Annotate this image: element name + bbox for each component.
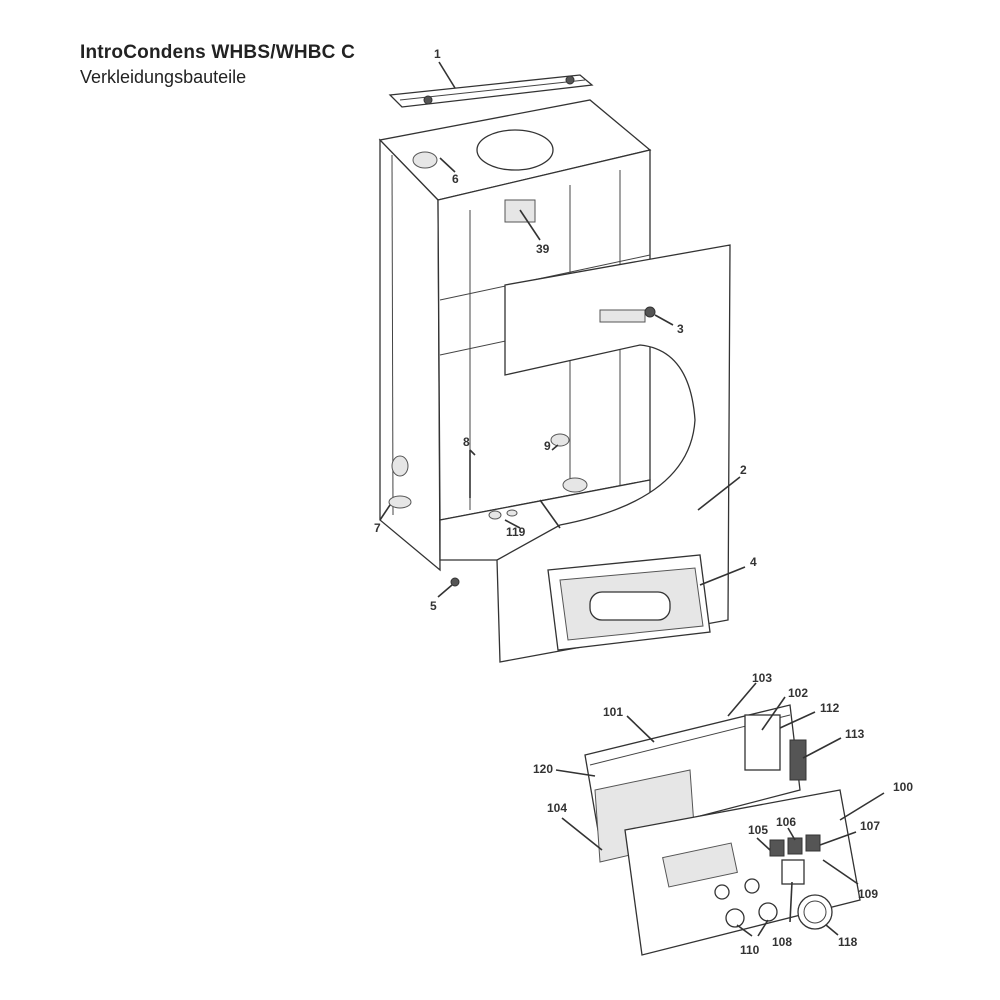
control-box [584,704,861,956]
callout-105: 105 [748,823,768,837]
callout-119: 119 [506,525,526,539]
callout-1: 1 [434,47,441,61]
callout-8: 8 [463,435,470,449]
callout-106: 106 [776,815,796,829]
callout-2: 2 [740,463,747,477]
callout-labels: 1 6 39 3 2 9 8 119 7 5 4 103 102 101 112… [374,47,913,957]
callout-108: 108 [772,935,792,949]
callout-109: 109 [858,887,878,901]
diagram-subtitle: Verkleidungsbauteile [80,67,247,87]
callout-118: 118 [838,935,858,949]
callout-100: 100 [893,780,913,794]
callout-102: 102 [788,686,808,700]
callout-110: 110 [740,943,760,957]
callout-5: 5 [430,599,437,613]
front-panel [496,244,731,663]
diagram-title: IntroCondens WHBS/WHBC C [80,42,355,63]
callout-3: 3 [677,322,684,336]
callout-39: 39 [536,242,550,256]
callout-107: 107 [860,819,880,833]
callout-120: 120 [533,762,553,776]
callout-104: 104 [547,801,567,815]
callout-103: 103 [752,671,772,685]
callout-9: 9 [544,439,551,453]
callout-101: 101 [603,705,623,719]
callout-6: 6 [452,172,459,186]
callout-4: 4 [750,555,757,569]
leader-lines [379,61,885,937]
callout-113: 113 [845,727,865,741]
callout-112: 112 [820,701,840,715]
callout-7: 7 [374,521,381,535]
